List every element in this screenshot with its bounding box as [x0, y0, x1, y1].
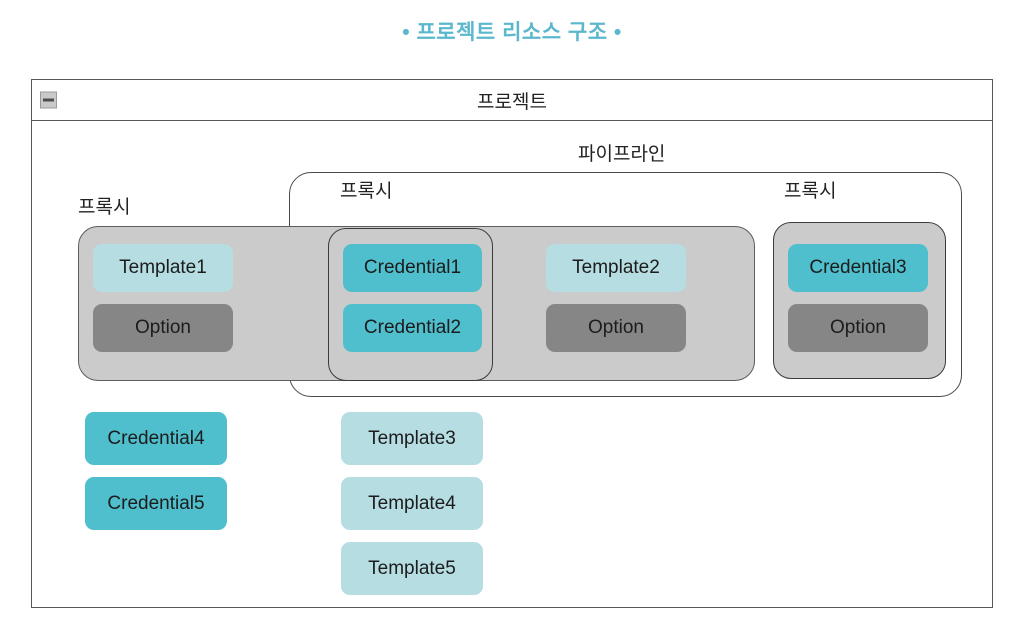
page-title: • 프로젝트 리소스 구조 • — [402, 21, 622, 44]
project-header: 프로젝트 — [32, 80, 992, 121]
node-credential5[interactable]: Credential5 — [85, 477, 227, 530]
node-template1[interactable]: Template1 — [93, 244, 233, 292]
node-option-2[interactable]: Option — [546, 304, 686, 352]
node-option-1[interactable]: Option — [93, 304, 233, 352]
node-template4[interactable]: Template4 — [341, 477, 483, 530]
project-title-label: 프로젝트 — [477, 91, 547, 113]
proxy-label-1: 프록시 — [78, 197, 131, 218]
node-credential1[interactable]: Credential1 — [343, 244, 482, 292]
node-template5[interactable]: Template5 — [341, 542, 483, 595]
proxy-label-2: 프록시 — [340, 181, 393, 202]
node-template3[interactable]: Template3 — [341, 412, 483, 465]
node-template2[interactable]: Template2 — [546, 244, 686, 292]
node-option-3[interactable]: Option — [788, 304, 928, 352]
node-credential4[interactable]: Credential4 — [85, 412, 227, 465]
collapse-icon[interactable] — [40, 91, 57, 109]
proxy-label-3: 프록시 — [784, 181, 837, 202]
node-credential2[interactable]: Credential2 — [343, 304, 482, 352]
pipeline-label: 파이프라인 — [578, 144, 666, 165]
node-credential3[interactable]: Credential3 — [788, 244, 928, 292]
